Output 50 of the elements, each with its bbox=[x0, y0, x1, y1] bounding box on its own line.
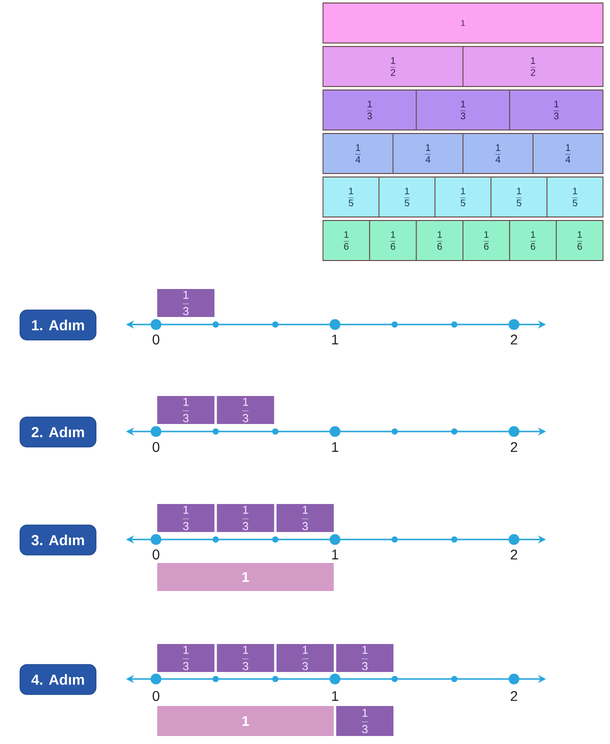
step-badge: 3. Adım bbox=[20, 524, 96, 556]
fraction-tile: 1 bbox=[322, 2, 604, 44]
number-label: 0 bbox=[152, 550, 160, 560]
number-label: 0 bbox=[152, 442, 160, 452]
fraction-bar: $\frac{1}{3}$ bbox=[336, 706, 394, 736]
fraction-tile: $\frac{1}{5}$ bbox=[490, 176, 548, 218]
fraction-tile: $\frac{1}{5}$ bbox=[322, 176, 380, 218]
fraction-bar: $\frac{1}{3}$ bbox=[157, 504, 214, 532]
number-label: 1 bbox=[332, 442, 338, 452]
fraction-bar: $\frac{1}{3}$ bbox=[157, 644, 214, 672]
fraction-tile: $\frac{1}{6}$ bbox=[369, 220, 417, 261]
fraction-tile: $\frac{1}{6}$ bbox=[509, 220, 557, 261]
fraction-tile: $\frac{1}{5}$ bbox=[546, 176, 604, 218]
step-badge: 2. Adım bbox=[20, 416, 96, 448]
number-label: 0 bbox=[152, 691, 160, 701]
fraction-tile: $\frac{1}{4}$ bbox=[322, 133, 394, 174]
fraction-bar: $\frac{1}{3}$ bbox=[336, 644, 394, 672]
fraction-tile: $\frac{1}{5}$ bbox=[378, 176, 436, 218]
fraction-tile: $\frac{1}{6}$ bbox=[556, 220, 604, 261]
fraction-tile: $\frac{1}{6}$ bbox=[462, 220, 510, 261]
fraction-tile: $\frac{1}{3}$ bbox=[322, 90, 417, 130]
fraction-tile: $\frac{1}{3}$ bbox=[509, 90, 604, 130]
number-label: 2 bbox=[510, 691, 518, 701]
fraction-bar: $\frac{1}{3}$ bbox=[216, 396, 274, 424]
fraction-bar: $\frac{1}{3}$ bbox=[157, 396, 214, 424]
fraction-tile: $\frac{1}{2}$ bbox=[322, 46, 464, 87]
fraction-tile: $\frac{1}{3}$ bbox=[416, 90, 510, 130]
fraction-tile: $\frac{1}{2}$ bbox=[462, 46, 604, 87]
whole-bar: 1 bbox=[157, 706, 334, 736]
fraction-bar: $\frac{1}{3}$ bbox=[216, 504, 274, 532]
fraction-tile: $\frac{1}{4}$ bbox=[462, 133, 534, 174]
number-label: 2 bbox=[510, 442, 518, 452]
fraction-bar: $\frac{1}{3}$ bbox=[276, 504, 334, 532]
fraction-tile: $\frac{1}{4}$ bbox=[392, 133, 464, 174]
fraction-tile: $\frac{1}{6}$ bbox=[416, 220, 464, 261]
number-label: 1 bbox=[332, 550, 338, 560]
fraction-bar: $\frac{1}{3}$ bbox=[276, 644, 334, 672]
fraction-tile: $\frac{1}{4}$ bbox=[532, 133, 604, 174]
number-label: 2 bbox=[510, 334, 518, 344]
fraction-tile: $\frac{1}{5}$ bbox=[434, 176, 492, 218]
number-label: 2 bbox=[510, 550, 518, 560]
fraction-bar: $\frac{1}{3}$ bbox=[157, 289, 214, 317]
number-label: 1 bbox=[332, 691, 338, 701]
fraction-bar: $\frac{1}{3}$ bbox=[216, 644, 274, 672]
number-label: 1 bbox=[332, 334, 338, 344]
number-label: 0 bbox=[152, 334, 160, 344]
step-badge: 1. Adım bbox=[20, 310, 96, 340]
fraction-tile: $\frac{1}{6}$ bbox=[322, 220, 370, 261]
whole-bar: 1 bbox=[157, 563, 334, 591]
step-badge: 4. Adım bbox=[20, 664, 96, 695]
